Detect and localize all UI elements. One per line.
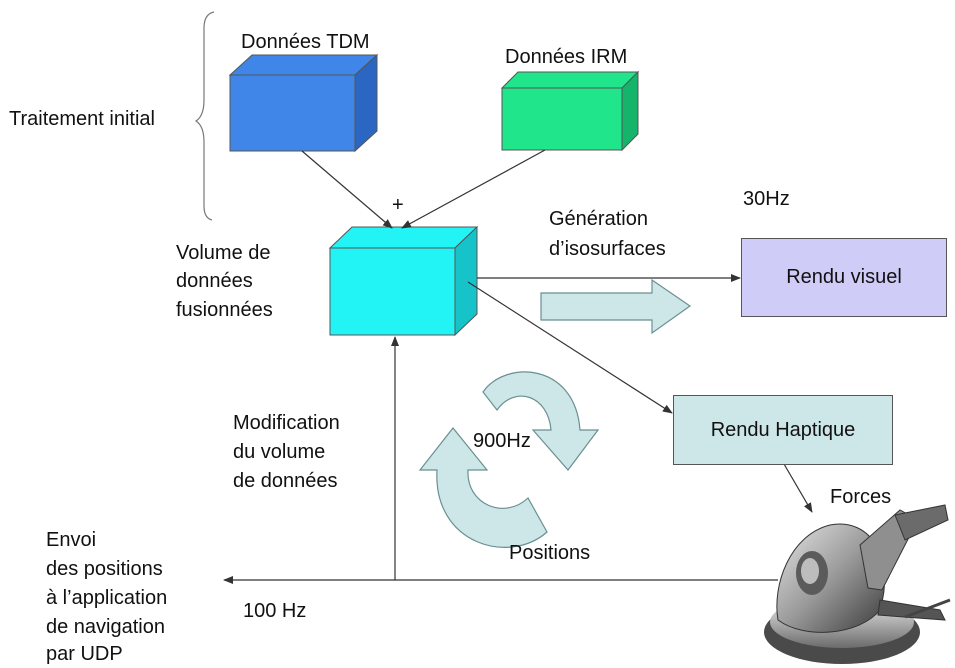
brace bbox=[194, 11, 215, 221]
tdm-cube bbox=[228, 53, 379, 153]
label-generation-2: d’isosurfaces bbox=[549, 238, 666, 260]
arrow-irm-to-volume bbox=[401, 149, 546, 229]
block-arrow bbox=[540, 278, 692, 335]
label-envoi-3: à l’application bbox=[46, 587, 168, 609]
arrow-tdm-to-volume bbox=[301, 150, 393, 229]
label-volume-1: Volume de bbox=[176, 242, 271, 264]
rendu-visuel-box: Rendu visuel bbox=[741, 238, 947, 317]
arrow-volume-to-haptique bbox=[467, 281, 673, 414]
volume-cube bbox=[328, 225, 479, 337]
label-envoi-2: des positions bbox=[46, 558, 163, 580]
label-modification-3: de données bbox=[233, 470, 338, 492]
rendu-haptique-box: Rendu Haptique bbox=[673, 395, 893, 465]
haptic-device-icon bbox=[764, 504, 951, 664]
label-envoi-5: par UDP bbox=[46, 643, 123, 665]
label-traitement-initial: Traitement initial bbox=[9, 108, 155, 130]
label-900hz: 900Hz bbox=[473, 430, 531, 452]
label-modification-2: du volume bbox=[233, 441, 326, 463]
label-modification-1: Modification bbox=[233, 412, 340, 434]
circular-arrows-icon bbox=[418, 371, 600, 548]
label-volume-2: données bbox=[176, 270, 253, 292]
label-30hz: 30Hz bbox=[743, 188, 790, 210]
label-envoi-1: Envoi bbox=[46, 529, 97, 551]
arrow-haptique-to-device bbox=[783, 463, 813, 513]
label-envoi-4: de navigation bbox=[46, 616, 165, 638]
irm-cube bbox=[500, 70, 640, 152]
label-generation-1: Génération bbox=[549, 208, 648, 230]
label-100hz: 100 Hz bbox=[243, 600, 307, 622]
label-donnees-irm: Données IRM bbox=[505, 46, 628, 68]
label-positions: Positions bbox=[509, 542, 591, 564]
label-volume-3: fusionnées bbox=[176, 299, 273, 321]
label-donnees-tdm: Données TDM bbox=[241, 31, 370, 53]
label-plus: + bbox=[392, 194, 404, 216]
label-forces: Forces bbox=[830, 486, 892, 508]
